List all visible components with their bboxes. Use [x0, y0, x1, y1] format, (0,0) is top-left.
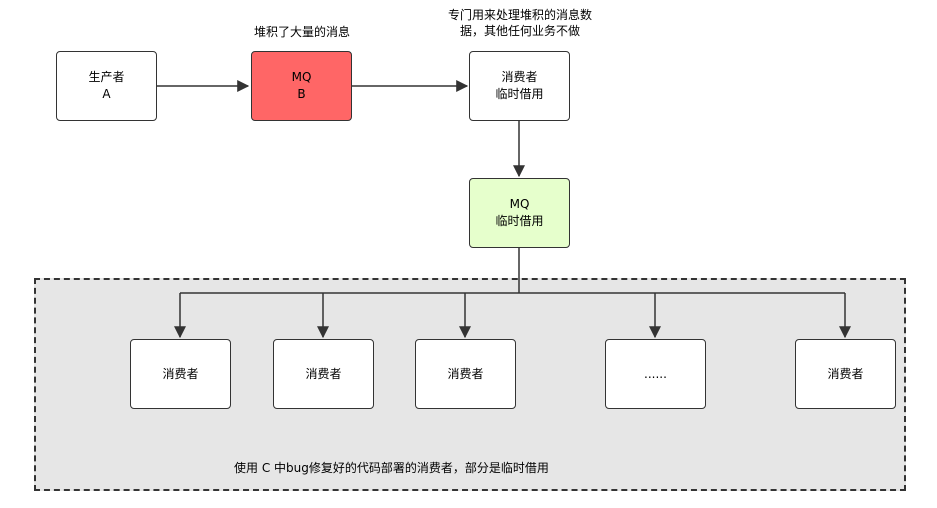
- producer-node-label: 生产者: [88, 70, 125, 84]
- consumer-node-2[interactable]: 消费者: [273, 339, 374, 409]
- consumer-node-1[interactable]: 消费者: [130, 339, 231, 409]
- consumer-node-5-label: 消费者: [827, 366, 864, 381]
- temp-mq-node-label: MQ: [509, 197, 530, 211]
- consumer-node-3[interactable]: 消费者: [415, 339, 516, 409]
- consumer-note-label: 专门用来处理堆积的消息数 据，其他任何业务不做: [430, 7, 610, 39]
- consumer-node-3-label: 消费者: [447, 366, 484, 381]
- consumer-node-5[interactable]: 消费者: [795, 339, 896, 409]
- producer-node-sublabel: A: [102, 87, 111, 101]
- mq-b-node[interactable]: MQ B: [251, 51, 352, 121]
- consumer-node-1-label: 消费者: [162, 366, 199, 381]
- consumer-node-ellipsis[interactable]: ......: [605, 339, 706, 409]
- consumer-note-line2: 据，其他任何业务不做: [459, 24, 580, 38]
- temp-mq-node-sublabel: 临时借用: [495, 214, 544, 228]
- temp-mq-node[interactable]: MQ 临时借用: [469, 178, 570, 248]
- mq-b-node-label: MQ: [291, 70, 312, 84]
- producer-node[interactable]: 生产者 A: [56, 51, 157, 121]
- temp-consumer-node-sublabel: 临时借用: [495, 87, 544, 101]
- mq-note-label: 堆积了大量的消息: [253, 25, 350, 39]
- consumer-node-2-label: 消费者: [305, 366, 342, 381]
- temp-consumer-node-label: 消费者: [501, 70, 538, 84]
- consumer-node-ellipsis-label: ......: [644, 366, 667, 381]
- mq-b-node-sublabel: B: [297, 87, 306, 101]
- temp-consumer-node[interactable]: 消费者 临时借用: [469, 51, 570, 121]
- consumer-note-line1: 专门用来处理堆积的消息数: [447, 8, 592, 22]
- group-note-label: 使用 C 中bug修复好的代码部署的消费者，部分是临时借用: [234, 461, 549, 475]
